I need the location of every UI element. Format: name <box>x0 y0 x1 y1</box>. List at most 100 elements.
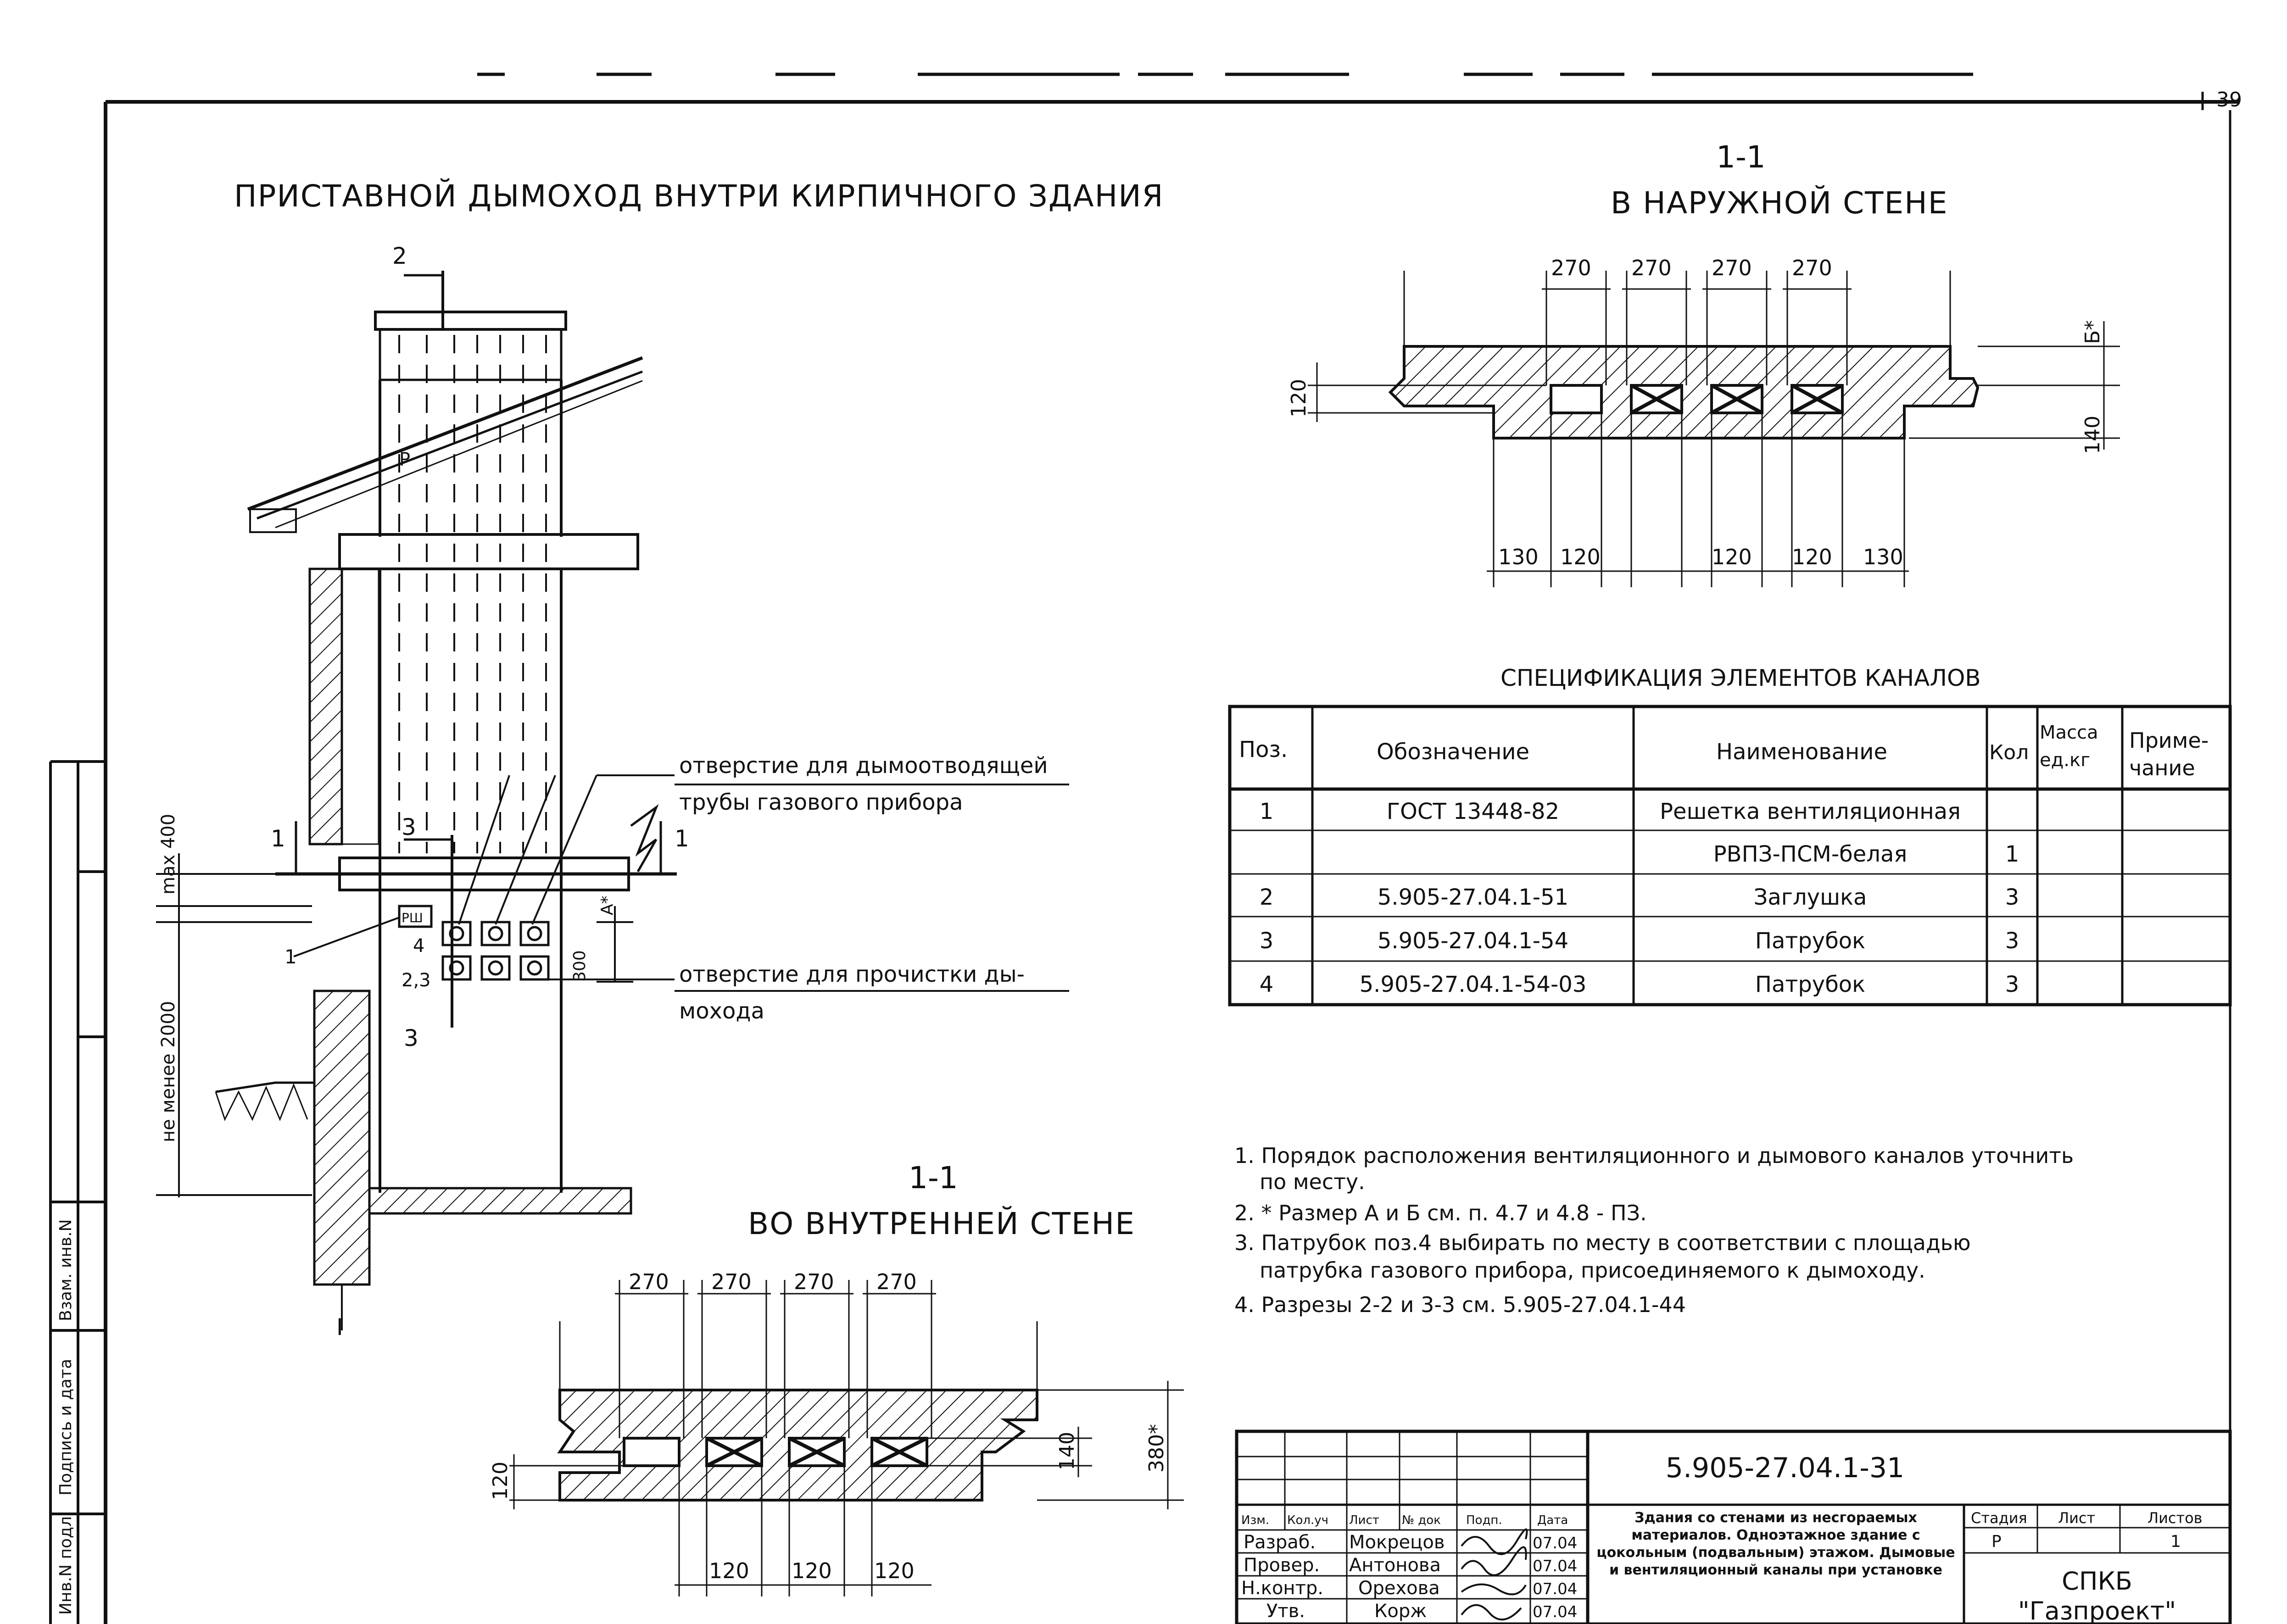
spec-header-designation: Обозначение <box>1377 739 1529 765</box>
tb-date: 07.04 <box>1533 1603 1577 1621</box>
inner-dim-140: 140 <box>1055 1432 1079 1470</box>
note-flue-line2: трубы газового прибора <box>679 790 963 815</box>
dim-300: 300 <box>570 950 589 982</box>
inner-dim-left: 120 <box>489 1462 512 1500</box>
tb-role: Утв. <box>1266 1601 1305 1622</box>
table-cell: 1 <box>2005 841 2019 867</box>
outer-top-dim: 270 <box>1631 256 1672 280</box>
note-line: 1. Порядок расположения вентиляционного … <box>1234 1143 2074 1168</box>
inner-bottom-dim: 120 <box>792 1558 832 1583</box>
spec-table-header: Поз. Обозначение Наименование Кол Масса … <box>1239 722 2209 780</box>
title-block-stage: Стадия Лист Листов Р 1 <box>1971 1509 2203 1551</box>
spec-header-pos: Поз. <box>1239 737 1288 762</box>
spec-header-name: Наименование <box>1716 739 1887 765</box>
outer-bottom-dims: 130 120 120 120 130 <box>1498 545 1903 569</box>
inner-top-dim: 270 <box>711 1269 752 1294</box>
tb-name: Корж <box>1374 1601 1427 1622</box>
outer-section-title: В НАРУЖНОЙ СТЕНЕ <box>1611 185 1948 221</box>
spec-header-mass-unit: ед.кг <box>2040 750 2090 771</box>
title-block-people: Разраб. Мокрецов 07.04 Провер. Антонова … <box>1241 1532 1577 1622</box>
table-cell: 4 <box>1260 972 1274 997</box>
tb-date: 07.04 <box>1533 1580 1577 1598</box>
section-mark-3-top: 3 <box>402 814 416 840</box>
inner-bottom-dims: 120 120 120 <box>709 1558 915 1583</box>
inner-section-title: ВО ВНУТРЕННЕЙ СТЕНЕ <box>748 1206 1135 1241</box>
outer-bottom-dim: 130 <box>1498 545 1539 569</box>
table-cell: 3 <box>1260 928 1274 954</box>
outer-bottom-dim: 120 <box>1792 545 1832 569</box>
table-row: 1 ГОСТ 13448-82 Решетка вентиляционная <box>1260 799 1961 824</box>
notes: 1. Порядок расположения вентиляционного … <box>1234 1143 2074 1317</box>
table-row: 2 5.905-27.04.1-51 Заглушка 3 <box>1260 884 2019 910</box>
tb-head-koluch: Кол.уч <box>1287 1513 1328 1527</box>
section-mark-3-bottom: 3 <box>404 1025 418 1051</box>
tb-stage-value: Р <box>1991 1532 2002 1551</box>
outer-dim-140: 140 <box>2081 416 2104 454</box>
tb-org-1: СПКБ <box>2062 1567 2132 1596</box>
chimney-elevation <box>156 271 1069 1330</box>
table-cell: 3 <box>2005 972 2019 997</box>
outer-bottom-dim: 120 <box>1560 545 1601 569</box>
table-cell: 2 <box>1260 884 1274 910</box>
dim-max400: max 400 <box>158 814 179 895</box>
inner-dim-380: 380* <box>1145 1424 1168 1473</box>
tb-date: 07.04 <box>1533 1534 1577 1552</box>
tb-listov-header: Листов <box>2148 1509 2203 1527</box>
outer-top-dim: 270 <box>1712 256 1752 280</box>
inner-bottom-dim: 120 <box>874 1558 915 1583</box>
table-cell: 3 <box>2005 928 2019 954</box>
page-number: 39 <box>2216 88 2242 111</box>
inner-wall-section <box>509 1280 1184 1596</box>
outer-top-dim: 270 <box>1551 256 1591 280</box>
spec-header-qty: Кол <box>1989 741 2029 764</box>
outer-wall-section <box>1308 271 2120 587</box>
outer-bottom-dim: 130 <box>1863 545 1903 569</box>
stamp-vzam-inv: Взам. инв.N <box>56 1219 75 1321</box>
table-cell: Патрубок <box>1755 928 1865 954</box>
section-mark-2: 2 <box>392 243 407 269</box>
tb-org-2: "Газпроект" <box>2018 1596 2176 1624</box>
tb-list-header: Лист <box>2058 1509 2095 1527</box>
spec-table-grid <box>1228 705 2232 1007</box>
inner-bottom-dim: 120 <box>709 1558 749 1583</box>
table-cell: РВПЗ-ПСМ-белая <box>1713 841 1908 867</box>
inner-top-dim: 270 <box>794 1269 834 1294</box>
spec-title: СПЕЦИФИКАЦИЯ ЭЛЕМЕНТОВ КАНАЛОВ <box>1500 665 1981 691</box>
table-row: 4 5.905-27.04.1-54-03 Патрубок 3 <box>1260 972 2019 997</box>
pos-1: 1 <box>284 945 297 968</box>
tb-name: Антонова <box>1349 1555 1441 1576</box>
note-line: 3. Патрубок поз.4 выбирать по месту в со… <box>1234 1230 1971 1255</box>
table-cell: 1 <box>1260 799 1274 824</box>
tb-head-podp: Подп. <box>1466 1513 1502 1527</box>
spec-header-note: Приме- <box>2129 728 2209 753</box>
table-cell: 5.905-27.04.1-54 <box>1378 928 1568 954</box>
title-block-grid <box>1235 1429 2232 1624</box>
outer-top-dim: 270 <box>1792 256 1832 280</box>
dim-a: А* <box>598 895 617 915</box>
title-block-signatures <box>1461 1528 1528 1621</box>
outer-dim-b: Б* <box>2081 320 2104 344</box>
section-mark-1-right: 1 <box>675 825 689 852</box>
table-cell: ГОСТ 13448-82 <box>1387 799 1559 824</box>
inner-top-dim: 270 <box>629 1269 669 1294</box>
table-cell: 5.905-27.04.1-51 <box>1378 884 1568 910</box>
table-row: РВПЗ-ПСМ-белая 1 <box>1713 841 2019 867</box>
title-block-description: Здания со стенами из несгораемых материа… <box>1596 1510 1955 1578</box>
stamp-inv-podl: Инв.N подл. <box>56 1511 75 1615</box>
stamp-podpis-data: Подпись и дата <box>56 1359 75 1496</box>
tb-head-list: Лист <box>1349 1513 1379 1527</box>
spec-table-rows: 1 ГОСТ 13448-82 Решетка вентиляционная Р… <box>1260 799 2019 997</box>
table-row: 3 5.905-27.04.1-54 Патрубок 3 <box>1260 928 2019 954</box>
inner-top-dim: 270 <box>876 1269 917 1294</box>
tb-listov-value: 1 <box>2170 1532 2181 1551</box>
table-cell: Патрубок <box>1755 972 1865 997</box>
note-clean-line2: мохода <box>679 998 764 1024</box>
tb-role: Н.контр. <box>1241 1578 1323 1599</box>
axis-mark-i: I <box>336 1314 343 1340</box>
outer-top-dims: 270 270 270 270 <box>1551 256 1832 280</box>
tb-name: Мокрецов <box>1349 1532 1445 1553</box>
tb-date: 07.04 <box>1533 1557 1577 1575</box>
title-block-description-box: Здания со стенами из несгораемых материа… <box>1596 1510 1955 1578</box>
tb-role: Провер. <box>1244 1555 1320 1576</box>
